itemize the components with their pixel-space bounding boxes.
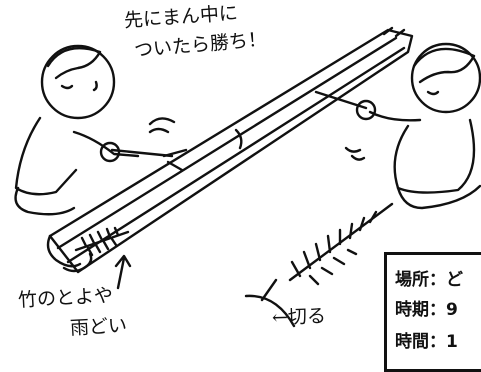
bamboo-gutter-illustration — [46, 26, 414, 290]
info-box: 場所：ど 時期：9 時間：1 — [384, 252, 481, 372]
info-season: 時期：9 — [395, 300, 458, 320]
caption-gutter-line-1: 竹のとよや — [17, 284, 114, 312]
motion-mark — [148, 117, 176, 134]
caption-cut: ←切る — [271, 305, 327, 329]
child-right-illustration — [314, 42, 481, 210]
bamboo-branch-illustration — [244, 202, 394, 328]
illustration-canvas — [14, 26, 481, 328]
child-left-illustration — [14, 44, 188, 216]
info-time: 時間：1 — [395, 332, 458, 352]
caption-gutter-line-2: 雨どい — [69, 314, 128, 340]
info-place: 場所：ど — [395, 270, 463, 290]
